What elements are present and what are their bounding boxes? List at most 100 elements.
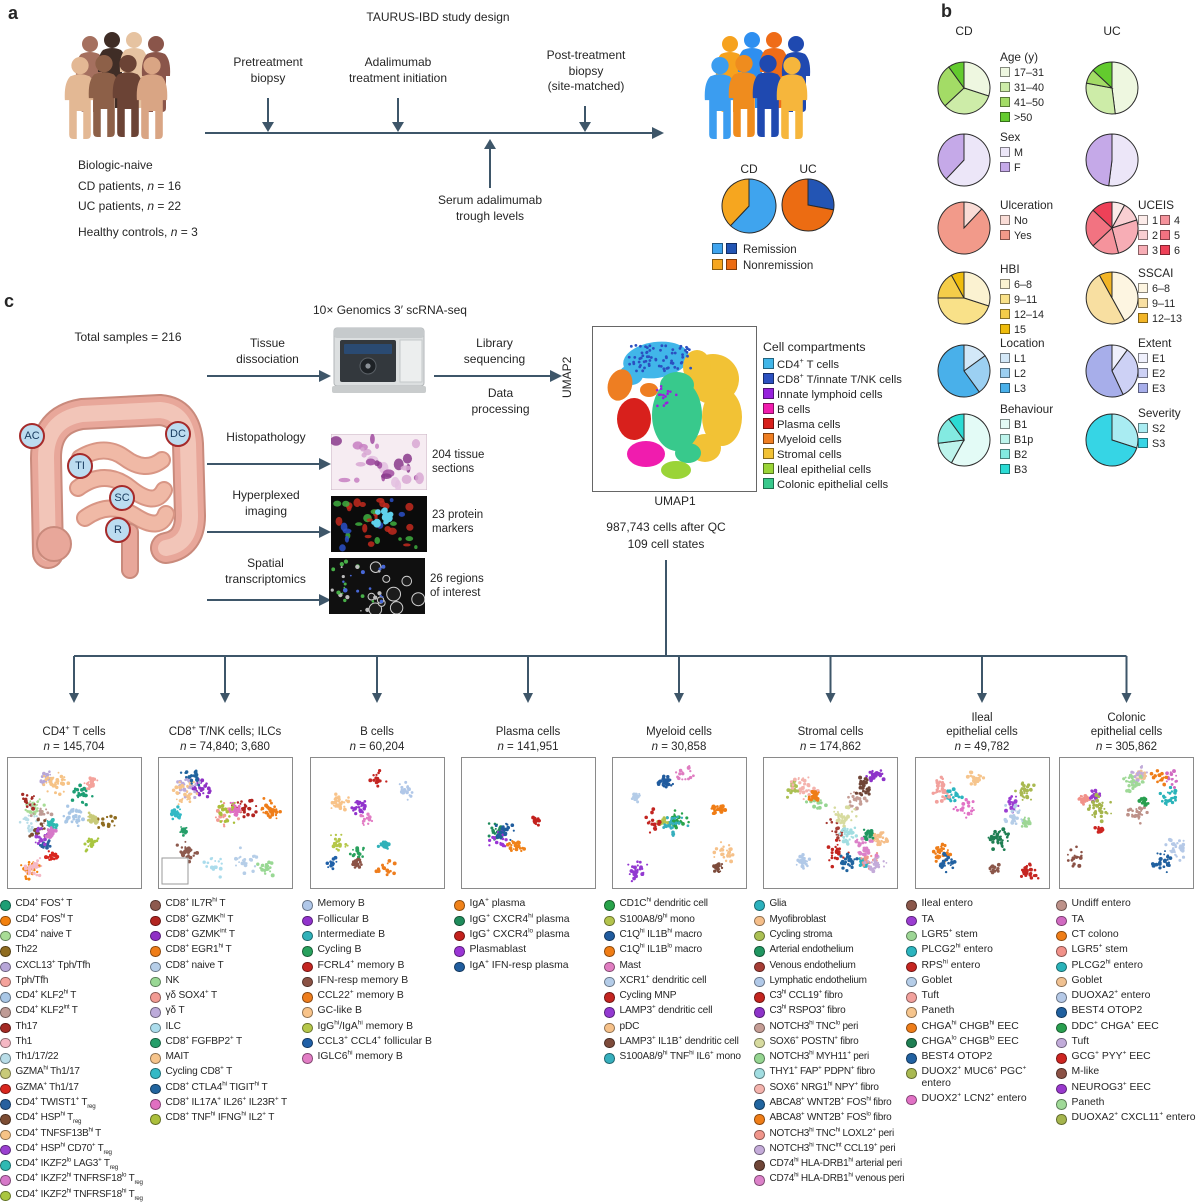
cell-state-item: Intermediate B [302, 928, 452, 943]
cell-state-color-dot [754, 1129, 765, 1141]
column-umap [914, 757, 1050, 889]
cell-state-label: CD8+ CTLA4hi TIGIThi T [165, 1080, 268, 1093]
cell-state-color-dot [1056, 1099, 1067, 1110]
cell-state-color-dot [906, 930, 917, 942]
cell-state-item: Cycling CD8+ T [150, 1065, 300, 1080]
cell-state-label: CT colono [1071, 928, 1119, 940]
legend-swatch [1138, 438, 1148, 448]
cell-state-color-dot [754, 1007, 765, 1018]
cell-state-item: DUOXA2+ CXCL11+ entero [1056, 1111, 1197, 1126]
cell-state-item: Undiff entero [1056, 897, 1197, 912]
legend-label: E3 [1152, 383, 1166, 395]
pie-chart [781, 178, 835, 232]
column-count: n = 305,862 [1095, 740, 1158, 753]
cell-state-item: C3hi RSPO3+ fibro [754, 1004, 907, 1019]
compartment-legend-item: CD8+ T/innate T/NK cells [763, 373, 1033, 388]
cell-state-item: Paneth [906, 1004, 1058, 1019]
clinical-pie [937, 133, 991, 192]
cell-state-label: CD8+ TNFhi IFNGhi IL2+ T [165, 1110, 275, 1124]
cell-state-item: Th17 [0, 1019, 148, 1034]
cell-state-label: CD4+ FOShi T [15, 912, 74, 925]
cell-state-label: GCG+ PYY+ EEC [1071, 1049, 1151, 1063]
cell-state-item: CD4+ HSPhi Treg [0, 1111, 148, 1126]
cell-state-color-dot [0, 915, 11, 927]
pie-chart [721, 178, 777, 234]
cell-state-item: BEST4 OTOP2 [1056, 1004, 1197, 1019]
outcome-legend-row: Remission [712, 243, 858, 256]
column-umap [309, 757, 445, 889]
clinical-pie [937, 201, 991, 260]
cell-state-color-dot [150, 1037, 161, 1049]
cell-state-label: Undiff entero [1071, 898, 1131, 910]
legend-swatch [763, 388, 774, 399]
legend-label: F [1014, 162, 1021, 174]
cell-state-item: ILC [150, 1019, 300, 1034]
cell-state-color-dot [150, 1099, 161, 1110]
cell-state-item: LAMP3+ IL1B+ dendritic cell [604, 1035, 754, 1050]
qc-states-line: 109 cell states [627, 537, 705, 551]
cell-state-color-dot [754, 1053, 765, 1064]
legend-swatch [763, 418, 774, 429]
cell-state-color-dot [906, 976, 917, 988]
legend-label: E2 [1152, 368, 1166, 380]
cell-state-item: CD4+ FOShi T [0, 912, 148, 927]
clinical-pie [1085, 271, 1139, 330]
legend-swatch [1138, 423, 1148, 433]
cell-state-item: THY1+ FAP+ PDPN+ fibro [754, 1065, 907, 1080]
cell-state-color-dot [454, 930, 465, 942]
cell-state-item: S100A8/9hi mono [604, 912, 754, 927]
cell-state-label: ABCA8+ WNT2B+ FOSlo fibro [769, 1111, 892, 1124]
cell-state-color-dot [454, 915, 465, 927]
cell-state-label: Th1 [15, 1035, 33, 1047]
legend-item: E2 [1138, 368, 1171, 383]
clinical-pie [937, 344, 991, 403]
legend-age-y--title: Age (y) [1000, 50, 1039, 64]
cell-state-label: NOTCH3hi TNChi LOXL2+ peri [769, 1126, 895, 1139]
compartment-label: Myeloid cells [777, 434, 842, 446]
outcome-pie-1: UC [781, 162, 835, 237]
cell-state-label: IGLC6hi memory B [317, 1049, 403, 1063]
legend-swatch [1000, 324, 1010, 334]
cell-state-color-dot [302, 961, 313, 973]
cell-state-label: NEUROG3+ EEC [1071, 1080, 1151, 1093]
cell-state-color-dot [754, 1144, 765, 1156]
legend-label: B2 [1014, 449, 1028, 461]
cell-state-color-dot [604, 930, 615, 942]
cell-state-label: CXCL13+ Tph/Tfh [15, 958, 91, 971]
legend-item: L2 [1000, 368, 1045, 383]
cell-state-item: C1Qhi IL1Blo macro [604, 943, 754, 958]
column-umap [6, 757, 142, 889]
cell-state-color-dot [150, 946, 161, 957]
legend-behaviour-title: Behaviour [1000, 402, 1054, 416]
pie-chart [1085, 61, 1139, 115]
legend-swatch [1000, 67, 1010, 77]
legend-item: E1 [1138, 353, 1171, 368]
cell-state-item: CD4+ FOS+ T [0, 897, 148, 912]
clinical-pie [1085, 344, 1139, 403]
cell-state-item: CD74hi HLA-DRB1hi arterial peri [754, 1157, 907, 1172]
cell-state-label: CD8+ IL7Rhi T [165, 897, 226, 910]
clinical-pie [937, 413, 991, 472]
cell-state-label: γδ SOX4+ T [165, 988, 218, 1002]
legend-item: 15 [1000, 324, 1044, 339]
cell-state-item: SOX6+ POSTN+ fibro [754, 1035, 907, 1050]
pie-chart [937, 133, 991, 187]
cell-state-item: NK [150, 973, 300, 988]
cell-state-color-dot [0, 992, 11, 1003]
cell-state-color-dot [604, 915, 615, 927]
legend-swatch [1000, 309, 1010, 319]
cell-state-label: CD4+ IKZF2hi TNFRSF18hi Treg [15, 1187, 143, 1202]
legend-swatch [1160, 230, 1171, 240]
cell-state-label: CD8+ naive T [165, 958, 224, 971]
scrnaseq-title: 10× Genomics 3′ scRNA-seq [313, 303, 467, 317]
